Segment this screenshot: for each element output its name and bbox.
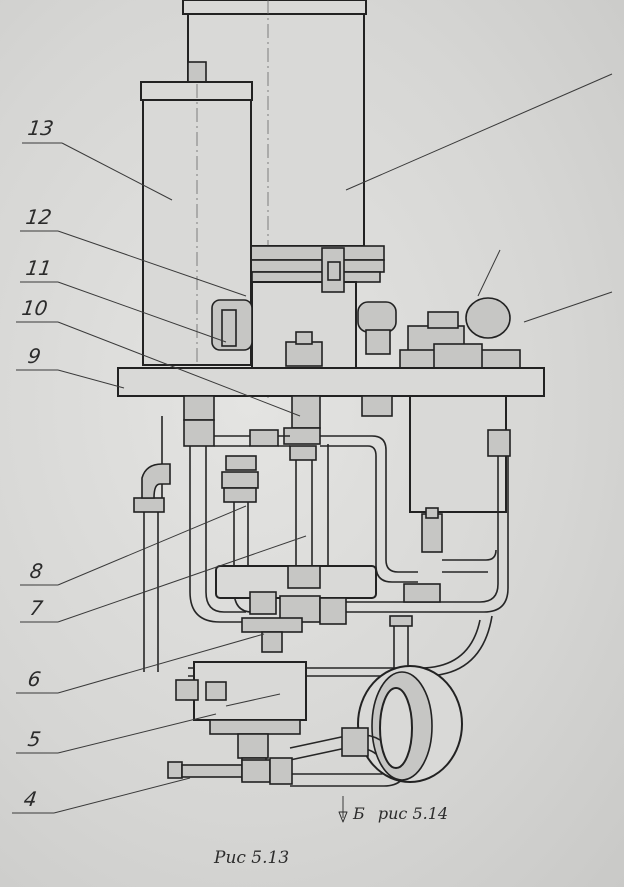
under-plate-fittings (183, 395, 393, 503)
manifold-block (215, 565, 441, 653)
leader-lines (12, 73, 613, 823)
callout-7: 7 (28, 596, 45, 620)
view-letter: Б (353, 804, 365, 823)
figure-caption: Рис 5.13 (214, 848, 290, 868)
drive-disc (289, 665, 463, 783)
inlet-fitting (167, 757, 293, 785)
view-marker: Б рис 5.14 (353, 806, 448, 822)
left-tank (140, 61, 253, 366)
top-fittings (285, 297, 521, 371)
callout-11: 11 (24, 256, 54, 280)
callout-13: 13 (26, 116, 56, 140)
callout-12: 12 (24, 205, 54, 229)
base-plate (117, 367, 545, 397)
callout-10: 10 (20, 296, 50, 320)
view-reference: рис 5.14 (377, 804, 449, 823)
right-housing (409, 395, 511, 553)
